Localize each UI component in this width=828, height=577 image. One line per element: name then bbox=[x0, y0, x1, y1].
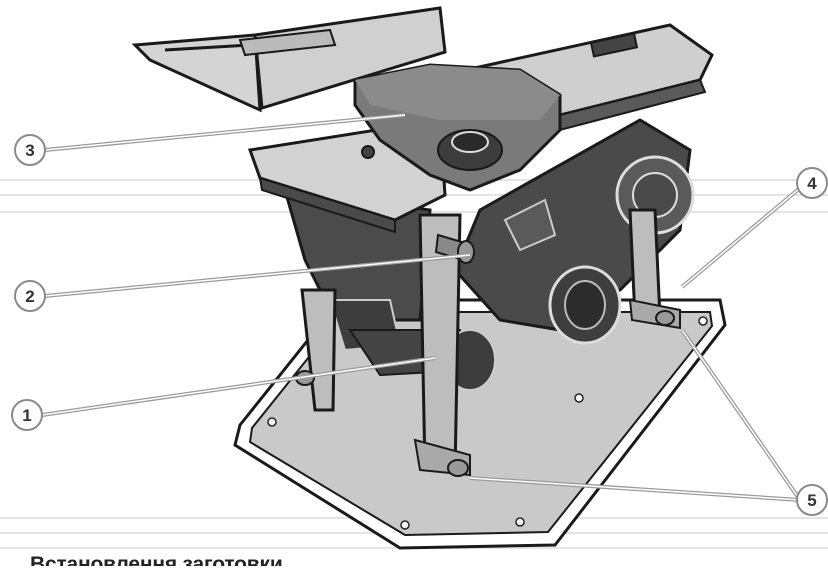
callout-5-label: 5 bbox=[807, 491, 816, 510]
callout-2-label: 2 bbox=[25, 287, 34, 306]
callout-1-label: 1 bbox=[22, 406, 31, 425]
rear-foot-plate bbox=[353, 63, 562, 192]
callout-3-label: 3 bbox=[25, 141, 34, 160]
callout-2: 2 bbox=[14, 280, 46, 312]
callout-5: 5 bbox=[796, 484, 828, 516]
callout-4: 4 bbox=[796, 167, 828, 199]
callout-3: 3 bbox=[14, 134, 46, 166]
motor-housing bbox=[453, 118, 695, 345]
section-heading: Встановлення заготовки bbox=[30, 553, 283, 576]
leader-lines-inner bbox=[41, 114, 801, 501]
page-crop-edge bbox=[0, 566, 828, 571]
parallel-fence bbox=[131, 6, 447, 113]
callout-4-label: 4 bbox=[807, 174, 817, 193]
callout-1: 1 bbox=[11, 399, 43, 431]
support-legs bbox=[300, 208, 681, 477]
